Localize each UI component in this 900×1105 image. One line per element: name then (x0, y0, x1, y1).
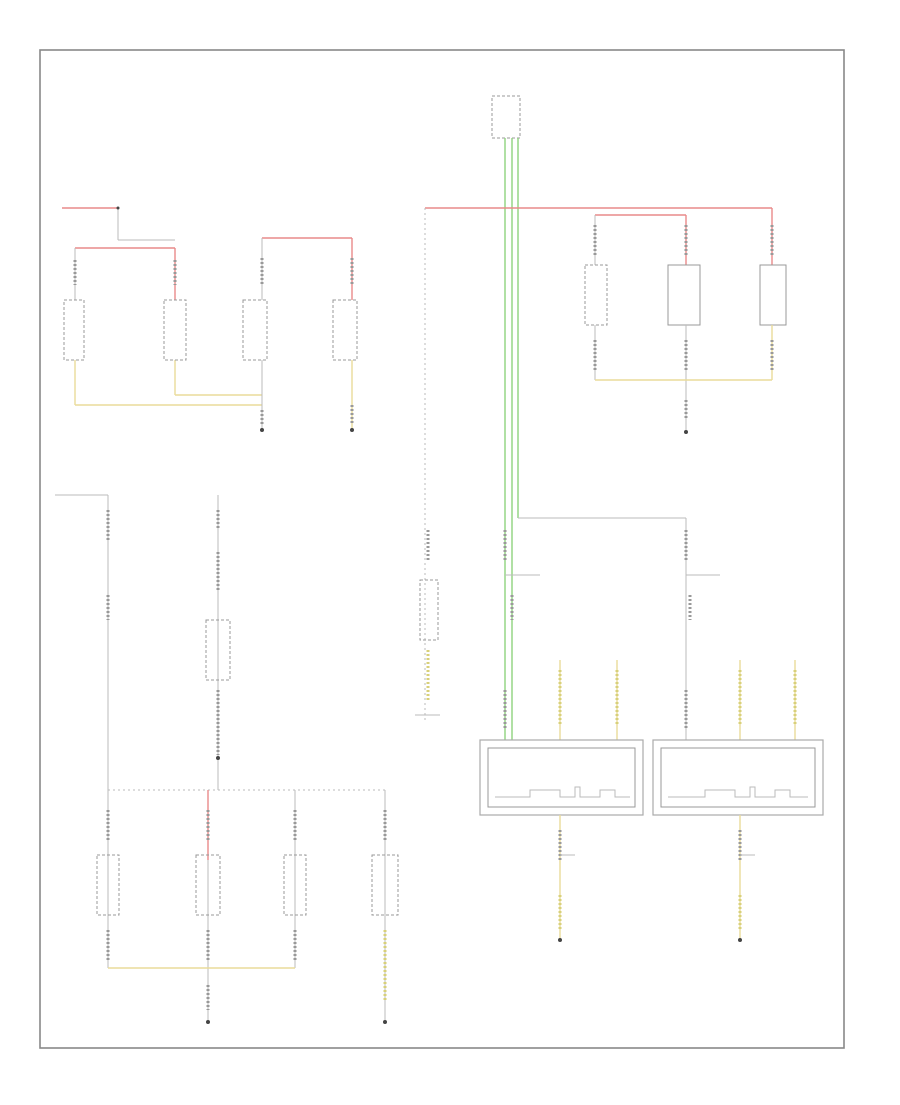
lamp-box-1 (63, 299, 85, 361)
lamp-box-7 (759, 264, 787, 326)
mid-left-group (55, 494, 399, 1024)
lower-right-modules (479, 530, 824, 942)
control-module-right-inner (660, 747, 816, 808)
lamp-box-9 (195, 854, 221, 916)
lamp-box-6 (667, 264, 701, 326)
mid-center-group (415, 530, 440, 716)
lamp-box-5 (584, 264, 608, 326)
header-switch-box (491, 95, 521, 139)
lamp-box-12 (419, 579, 439, 641)
lamp-box-2 (163, 299, 187, 361)
top-right-lamp-group (424, 95, 787, 740)
center-lamp-box (205, 619, 231, 681)
diagram-frame (39, 49, 845, 1049)
lamp-box-3 (242, 299, 268, 361)
lamp-box-8 (96, 854, 120, 916)
lamp-box-11 (371, 854, 399, 916)
top-left-lamp-group (62, 206, 358, 432)
lamp-box-10 (283, 854, 307, 916)
control-module-left-inner (487, 747, 636, 808)
lamp-box-4 (332, 299, 358, 361)
